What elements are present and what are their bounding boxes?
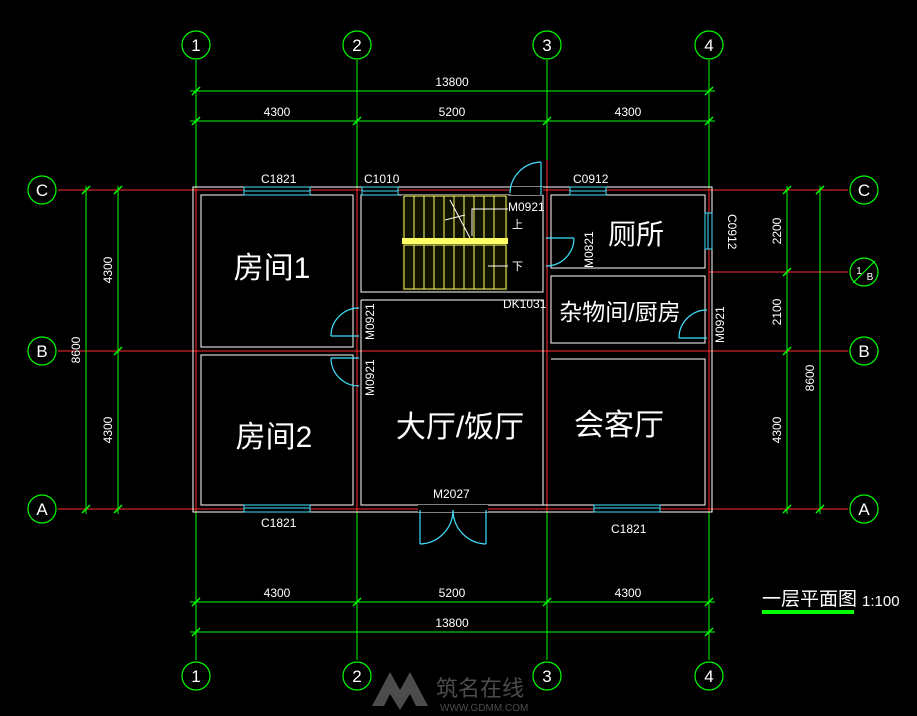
window-c1010 <box>361 186 399 196</box>
label-c0912-top: C0912 <box>573 172 609 186</box>
dim-top-span-2: 5200 <box>439 105 466 119</box>
grid-label-c-right: C <box>858 181 870 200</box>
axis-lines <box>58 60 848 660</box>
label-c1010: C1010 <box>364 172 400 186</box>
label-m0921-room2: M0921 <box>363 359 377 396</box>
grid-label-3-top: 3 <box>542 36 551 55</box>
title-name: 一层平面图 <box>762 588 857 610</box>
hall-dining-name: 大厅/饭厅 <box>396 411 524 444</box>
reception-name: 会客厅 <box>574 409 664 442</box>
grid-bubble-labels: 1 2 3 4 1 2 3 4 C B A C B A <box>36 36 870 686</box>
dim-right-span-2: 2100 <box>770 298 784 325</box>
dim-right-span-3: 4300 <box>770 416 784 443</box>
label-c1821-top: C1821 <box>261 172 297 186</box>
label-c0912-side: C0912 <box>725 214 739 250</box>
room-1-name: 房间1 <box>234 252 311 285</box>
door-m0921-room1 <box>330 307 360 337</box>
dim-left-total: 8600 <box>69 336 83 363</box>
label-c1821-bottom-right: C1821 <box>611 522 647 536</box>
stair-up-label: 上 <box>512 218 523 231</box>
grid-label-1-top: 1 <box>191 36 200 55</box>
grid-label-4-top: 4 <box>704 36 713 55</box>
label-dk1031: DK1031 <box>503 297 547 311</box>
label-m2027: M2027 <box>433 487 470 501</box>
grid-label-3-bottom: 3 <box>542 667 551 686</box>
grid-label-b-right: B <box>858 342 869 361</box>
opening-labels: C1821 C1010 C0912 C0912 M0921 M0821 DK10… <box>261 172 739 536</box>
label-c1821-bottom-left: C1821 <box>261 516 297 530</box>
dim-right-total: 8600 <box>803 364 817 391</box>
door-m0921-kitchen <box>678 309 708 339</box>
grid-label-1-bottom: 1 <box>191 667 200 686</box>
grid-label-b-left: B <box>36 342 47 361</box>
room-names: 房间1 房间2 厕所 杂物间/厨房 大厅/饭厅 会客厅 <box>234 219 681 454</box>
watermark-logo-icon <box>372 672 428 710</box>
grid-label-4-bottom: 4 <box>704 667 713 686</box>
dim-bottom-span-3: 4300 <box>615 586 642 600</box>
dim-bottom-total: 13800 <box>435 616 469 630</box>
staircase: 上 下 <box>402 195 523 291</box>
watermark-brand: 筑名在线 <box>436 677 524 702</box>
sub-axis-den: B <box>867 272 874 283</box>
dim-left-span-1: 4300 <box>101 256 115 283</box>
dim-right-span-1: 2200 <box>770 217 784 244</box>
window-c1821-bottom-right <box>593 504 661 513</box>
dimension-lines <box>81 60 825 660</box>
grid-label-c-left: C <box>36 181 48 200</box>
label-m0821: M0821 <box>582 231 596 268</box>
doors <box>330 161 708 545</box>
stair-down-label: 下 <box>512 260 523 273</box>
dim-top-total: 13800 <box>435 75 469 89</box>
room-2-name: 房间2 <box>236 421 313 454</box>
dimension-texts: 13800 4300 5200 4300 4300 5200 4300 1380… <box>69 75 817 630</box>
dim-bottom-span-1: 4300 <box>264 586 291 600</box>
grid-bubbles <box>27 30 879 691</box>
title-scale: 1:100 <box>862 593 900 610</box>
dim-top-span-3: 4300 <box>615 105 642 119</box>
door-m0921-room2 <box>330 357 360 387</box>
dim-top-span-1: 4300 <box>264 105 291 119</box>
window-c0912-side <box>704 212 713 250</box>
sub-axis-bubble-label: 1 B <box>856 266 873 283</box>
dim-left-span-2: 4300 <box>101 416 115 443</box>
window-c1821-top <box>243 186 311 196</box>
door-m0921-stair <box>509 161 543 195</box>
sub-axis-num: 1 <box>856 266 862 277</box>
windows <box>243 186 713 513</box>
dim-bottom-span-2: 5200 <box>439 586 466 600</box>
label-m0921-room1: M0921 <box>363 303 377 340</box>
label-m0921-stair: M0921 <box>508 200 545 214</box>
grid-label-a-right: A <box>858 500 870 519</box>
watermark: 筑名在线 WWW.GDMM.COM <box>372 672 528 714</box>
grid-label-a-left: A <box>36 500 48 519</box>
drawing-title: 一层平面图 1:100 <box>762 588 900 614</box>
label-m0921-kitchen: M0921 <box>713 306 727 343</box>
watermark-url: WWW.GDMM.COM <box>440 703 528 714</box>
door-m0821 <box>545 237 575 267</box>
grid-label-2-top: 2 <box>352 36 361 55</box>
grid-label-2-bottom: 2 <box>352 667 361 686</box>
window-c1821-bottom-left <box>243 504 311 513</box>
storage-kitchen-name: 杂物间/厨房 <box>559 299 680 325</box>
door-m2027 <box>418 505 488 545</box>
toilet-name: 厕所 <box>608 219 664 250</box>
title-underline <box>762 610 854 614</box>
window-c0912-top <box>569 186 607 196</box>
